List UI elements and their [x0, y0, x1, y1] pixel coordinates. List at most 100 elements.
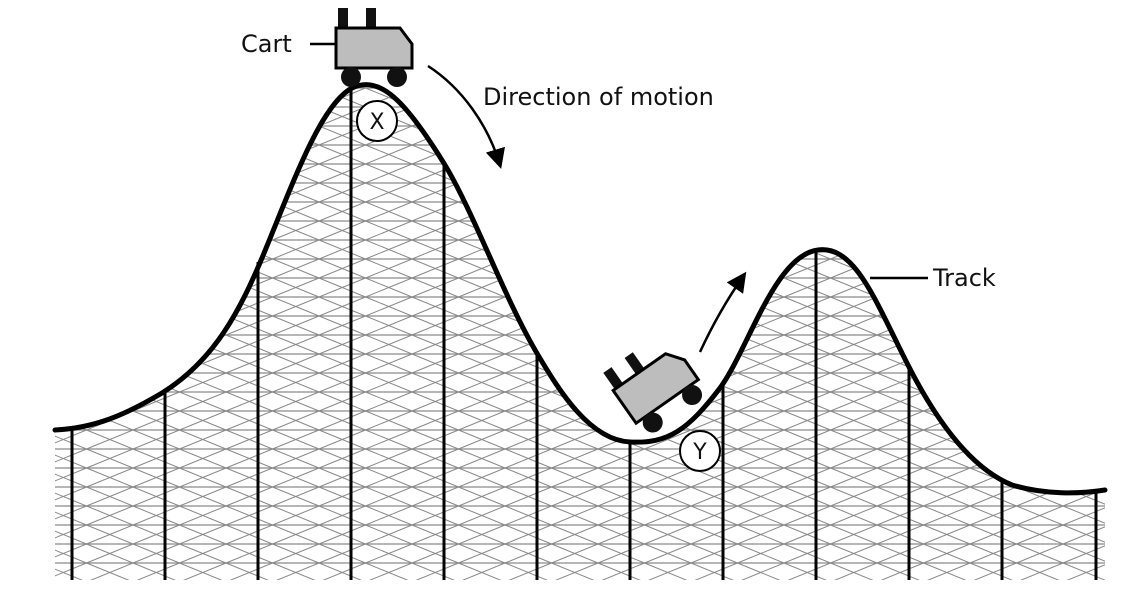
truss-brace	[132, 334, 180, 355]
truss-brace	[830, 315, 878, 336]
truss-brace	[179, 163, 227, 184]
truss-brace	[55, 524, 87, 545]
truss-brace	[551, 277, 599, 298]
truss-brace	[318, 163, 366, 184]
truss-brace	[272, 87, 320, 108]
truss-brace	[458, 163, 506, 184]
truss-brace	[1062, 315, 1105, 336]
truss-brace	[830, 220, 878, 241]
truss-brace	[225, 543, 273, 564]
truss-brace	[923, 505, 971, 526]
truss-brace	[876, 163, 924, 184]
truss-brace	[969, 125, 1017, 146]
truss-brace	[1110, 411, 1148, 430]
truss-brace	[55, 277, 87, 298]
truss-brace	[55, 562, 87, 581]
truss-brace	[318, 429, 366, 450]
truss-brace	[923, 182, 971, 203]
truss-brace	[1062, 543, 1105, 564]
truss-brace	[1016, 220, 1064, 241]
truss-brace	[225, 125, 273, 146]
truss-brace	[551, 315, 599, 336]
truss-brace	[1110, 145, 1148, 164]
truss-brace	[55, 505, 87, 526]
truss-brace	[830, 334, 878, 355]
truss-brace	[1016, 524, 1064, 545]
truss-brace	[783, 410, 831, 431]
truss-brace	[132, 543, 180, 564]
truss-brace	[1062, 258, 1105, 279]
truss-brace	[737, 334, 785, 355]
truss-brace	[1016, 163, 1064, 184]
truss-brace	[179, 258, 227, 279]
truss-brace	[551, 163, 599, 184]
truss-brace	[1062, 467, 1105, 488]
truss-brace	[644, 277, 692, 298]
truss-brace	[644, 296, 692, 317]
truss-brace	[1062, 524, 1105, 545]
truss-brace	[1110, 430, 1148, 449]
truss-brace	[1062, 125, 1105, 146]
truss-brace	[86, 315, 134, 336]
truss-brace	[876, 277, 924, 298]
truss-brace	[737, 87, 785, 108]
truss-brace	[830, 220, 878, 241]
truss-brace	[783, 220, 831, 241]
truss-brace	[365, 505, 413, 526]
truss-brace	[551, 239, 599, 260]
truss-brace	[132, 201, 180, 222]
truss-brace	[1016, 410, 1064, 431]
truss-brace	[1110, 316, 1148, 335]
truss-brace	[86, 372, 134, 393]
truss-brace	[876, 429, 924, 450]
truss-brace	[1016, 467, 1064, 488]
truss-brace	[1062, 410, 1105, 431]
truss-brace	[365, 258, 413, 279]
truss-brace	[272, 334, 320, 355]
truss-brace	[830, 106, 878, 127]
truss-brace	[783, 505, 831, 526]
truss-brace	[225, 106, 273, 127]
truss-brace	[55, 296, 87, 317]
truss-brace	[411, 524, 459, 545]
truss-brace	[504, 277, 552, 298]
truss-brace	[1110, 259, 1148, 278]
truss-brace	[551, 182, 599, 203]
truss-brace	[1110, 449, 1148, 468]
truss-brace	[1016, 277, 1064, 298]
truss-brace	[923, 87, 971, 108]
truss-brace	[1016, 87, 1064, 108]
truss-brace	[876, 201, 924, 222]
truss-brace	[1016, 258, 1064, 279]
truss-brace	[179, 87, 227, 108]
truss-brace	[179, 239, 227, 260]
truss-brace	[830, 372, 878, 393]
truss-brace	[1016, 144, 1064, 165]
truss-brace	[365, 220, 413, 241]
truss-brace	[551, 182, 599, 203]
truss-brace	[86, 201, 134, 222]
truss-brace	[55, 467, 87, 488]
truss-brace	[132, 334, 180, 355]
truss-brace	[225, 182, 273, 203]
truss-brace	[1110, 88, 1148, 107]
truss-brace	[86, 277, 134, 298]
truss-brace	[969, 410, 1017, 431]
truss-brace	[969, 353, 1017, 374]
truss-brace	[55, 296, 87, 317]
truss-brace	[179, 372, 227, 393]
truss-brace	[225, 220, 273, 241]
truss-brace	[1062, 448, 1105, 469]
truss-brace	[86, 258, 134, 279]
truss-brace	[923, 296, 971, 317]
truss-brace	[969, 87, 1017, 108]
truss-brace	[737, 201, 785, 222]
truss-brace	[504, 239, 552, 260]
truss-brace	[1062, 334, 1105, 355]
truss-brace	[504, 543, 552, 564]
truss-brace	[504, 144, 552, 165]
truss-brace	[1110, 468, 1148, 487]
truss-brace	[1110, 221, 1148, 240]
truss-brace	[132, 353, 180, 374]
truss-brace	[783, 125, 831, 146]
